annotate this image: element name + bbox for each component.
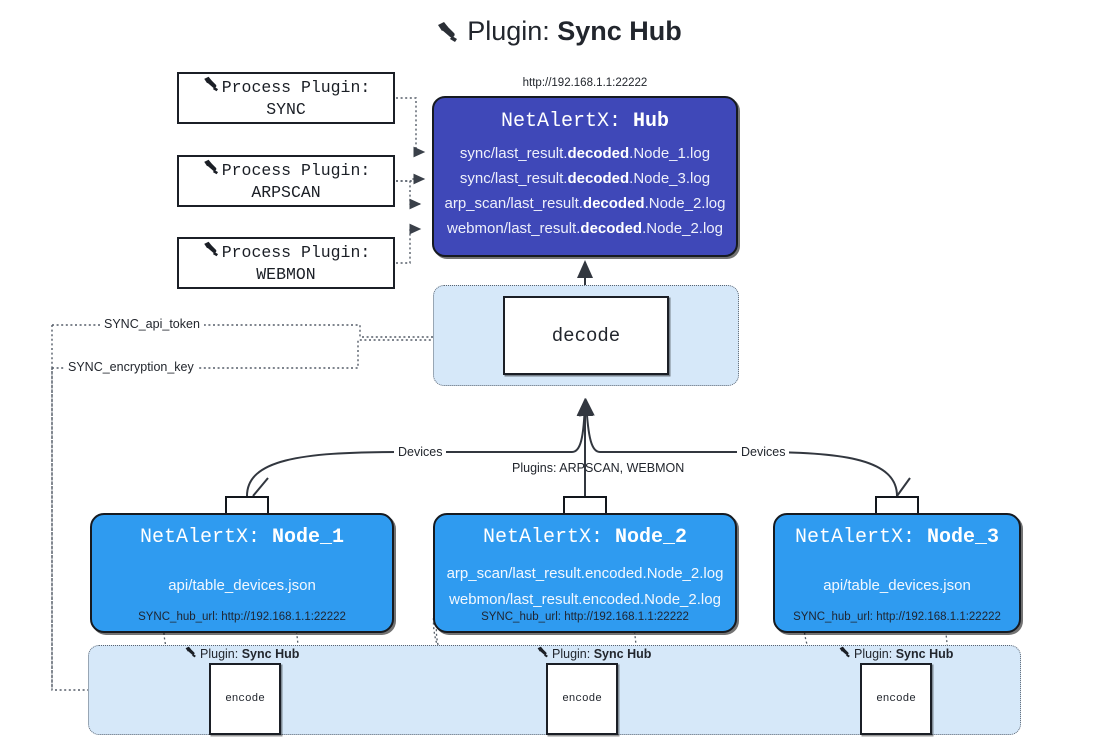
hub-title-name: Hub	[633, 110, 670, 133]
plug-icon	[202, 159, 221, 181]
process-plugin-sync[interactable]: Process Plugin: SYNC	[177, 72, 395, 124]
edge-label-devices-left: Devices	[394, 445, 447, 459]
process-plugin-label: Process Plugin:	[221, 242, 371, 262]
plug-icon	[435, 19, 461, 50]
decode-box[interactable]: decode	[503, 296, 669, 375]
node-hub-url: SYNC_hub_url: http://192.168.1.1:22222	[481, 611, 689, 623]
hub-title-prefix: NetAlertX:	[500, 110, 621, 133]
edge-label-sync-encryption-key: SYNC_encryption_key	[64, 360, 198, 374]
page-title-prefix: Plugin:	[467, 16, 550, 46]
hub-log-line: arp_scan/last_result.decoded.Node_2.log	[444, 195, 726, 212]
page-title: Plugin: Sync Hub	[0, 16, 1117, 50]
page-title-name: Sync Hub	[557, 16, 682, 46]
hub-log-list: sync/last_result.decoded.Node_1.log sync…	[434, 141, 736, 241]
node-hub-url: SYNC_hub_url: http://192.168.1.1:22222	[793, 611, 1001, 623]
hub-log-line: webmon/last_result.decoded.Node_2.log	[447, 220, 723, 237]
process-plugin-label: Process Plugin:	[221, 77, 371, 97]
hub-log-line: sync/last_result.decoded.Node_3.log	[459, 170, 711, 187]
plug-icon	[202, 76, 221, 98]
encoder-label-3: Plugin: Sync Hub	[838, 646, 953, 661]
encoder-label-2: Plugin: Sync Hub	[536, 646, 651, 661]
plug-icon	[184, 646, 198, 661]
plug-icon	[202, 241, 221, 263]
node-resource: api/table_devices.json	[168, 577, 316, 594]
process-plugin-webmon[interactable]: Process Plugin: WEBMON	[177, 237, 395, 289]
node-resource: webmon/last_result.encoded.Node_2.log	[449, 591, 721, 608]
node-2[interactable]: NetAlertX: Node_2 arp_scan/last_result.e…	[433, 513, 737, 633]
node-1[interactable]: NetAlertX: Node_1 api/table_devices.json…	[90, 513, 394, 633]
process-plugin-value: SYNC	[266, 99, 306, 119]
encoder-label-1: Plugin: Sync Hub	[184, 646, 299, 661]
node-title: NetAlertX: Node_3	[794, 526, 1000, 549]
hub-node[interactable]: NetAlertX: Hub sync/last_result.decoded.…	[432, 96, 738, 257]
plug-icon	[536, 646, 550, 661]
encode-box-2[interactable]: encode	[546, 663, 618, 735]
node-resource: api/table_devices.json	[823, 577, 971, 594]
plug-icon	[838, 646, 852, 661]
node-hub-url: SYNC_hub_url: http://192.168.1.1:22222	[138, 611, 346, 623]
process-plugin-label: Process Plugin:	[221, 160, 371, 180]
node-3[interactable]: NetAlertX: Node_3 api/table_devices.json…	[773, 513, 1021, 633]
encode-box-1[interactable]: encode	[209, 663, 281, 735]
hub-log-line: sync/last_result.decoded.Node_1.log	[459, 145, 711, 162]
process-plugin-arpscan[interactable]: Process Plugin: ARPSCAN	[177, 155, 395, 207]
edge-label-devices-right: Devices	[737, 445, 790, 459]
process-plugin-value: ARPSCAN	[251, 182, 321, 202]
process-plugin-value: WEBMON	[256, 264, 316, 284]
edge-label-plugins-center: Plugins: ARPSCAN, WEBMON	[512, 461, 685, 475]
encode-box-3[interactable]: encode	[860, 663, 932, 735]
hub-url-label: http://192.168.1.1:22222	[522, 77, 648, 89]
edge-label-sync-api-token: SYNC_api_token	[100, 317, 204, 331]
node-title: NetAlertX: Node_2	[482, 526, 688, 549]
node-resource: arp_scan/last_result.encoded.Node_2.log	[446, 565, 724, 582]
node-title: NetAlertX: Node_1	[139, 526, 345, 549]
hub-title: NetAlertX: Hub	[434, 110, 736, 133]
